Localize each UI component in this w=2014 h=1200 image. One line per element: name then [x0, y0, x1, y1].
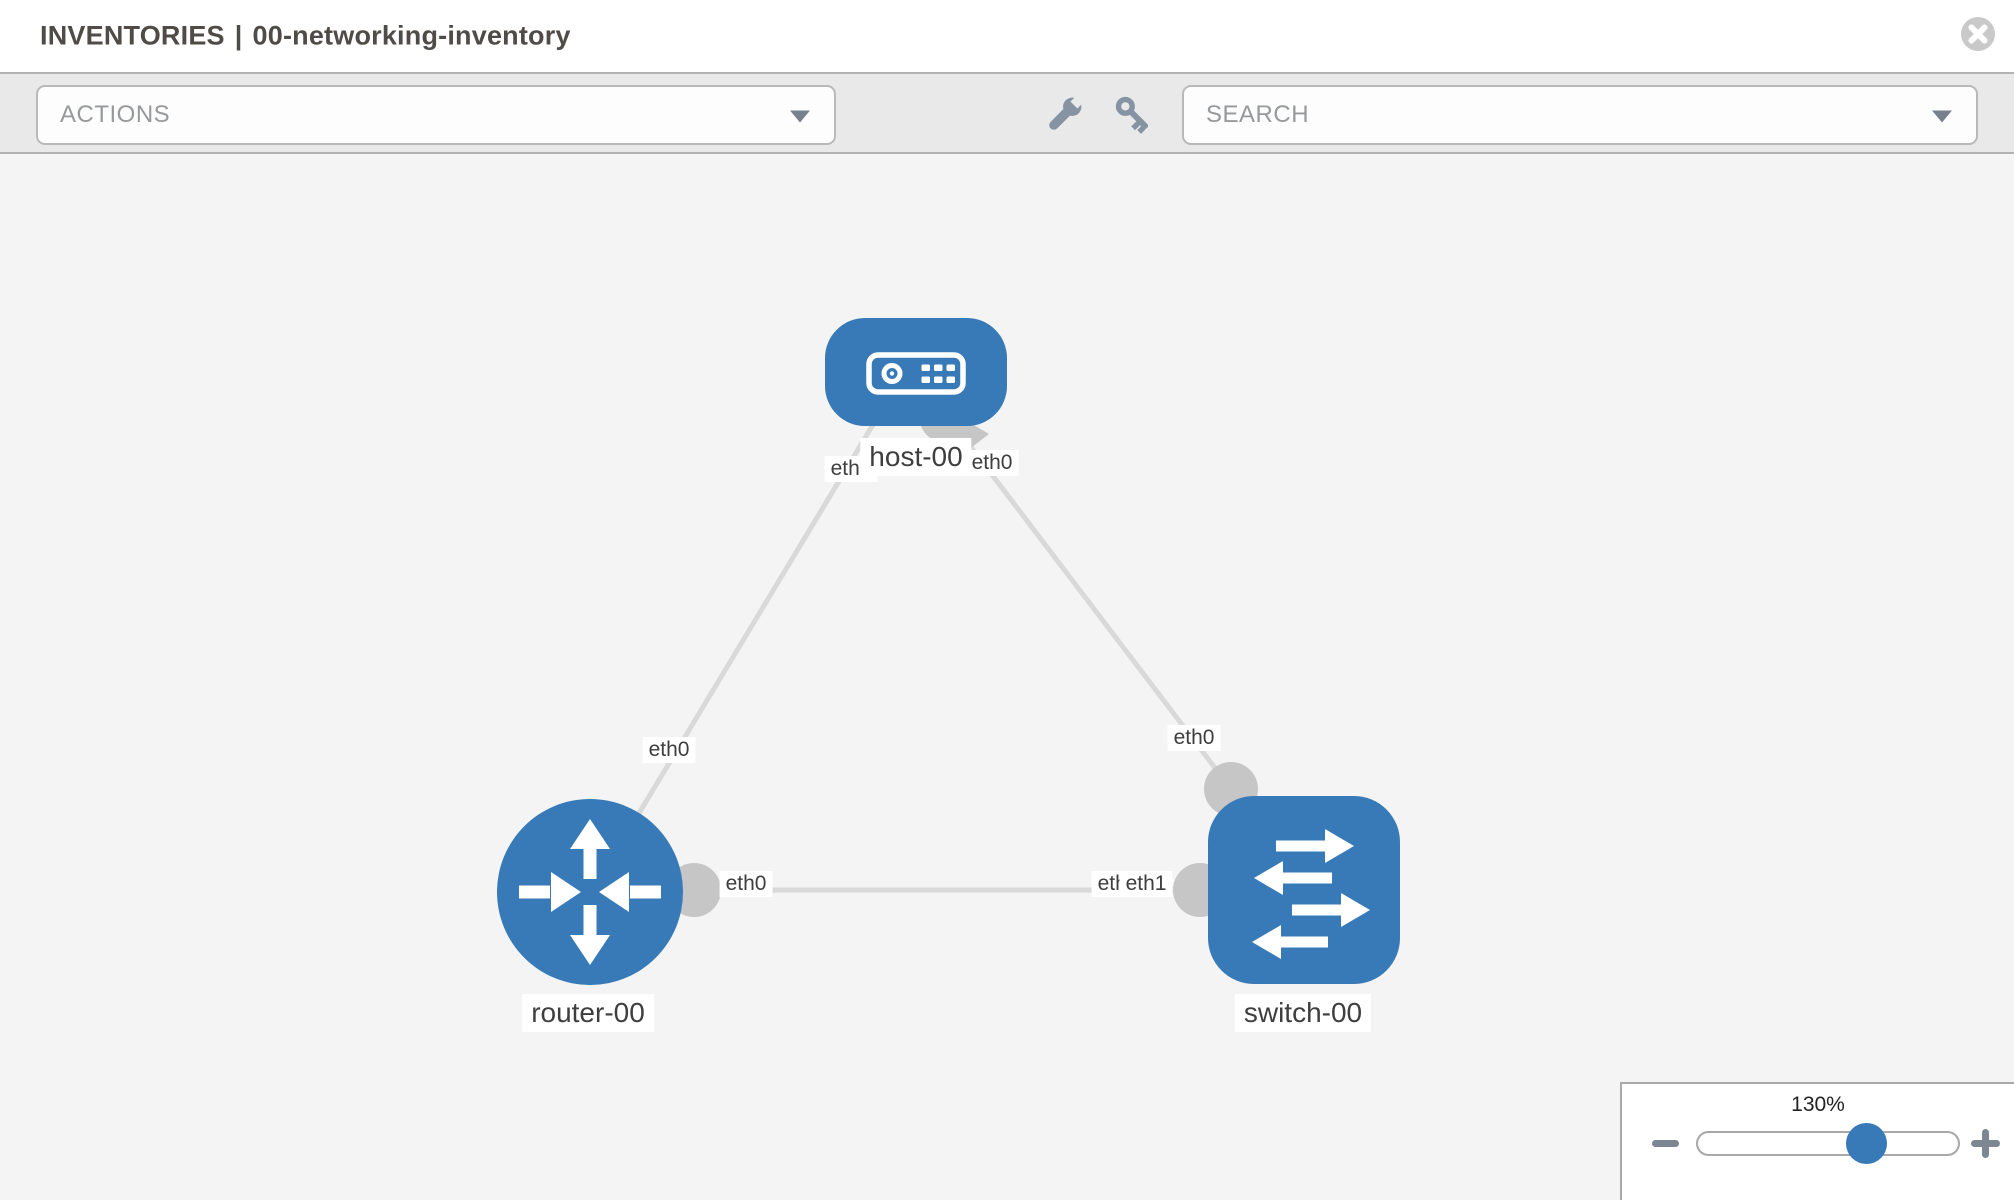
topology-canvas[interactable]: eth0 eth0 eth0 eth0 eth0 eth0 eth1 host-…: [0, 154, 2014, 1200]
node-label-switch-00: switch-00: [1234, 994, 1372, 1032]
zoom-slider-track[interactable]: [1696, 1123, 1960, 1164]
page-title: INVENTORIES | 00-networking-inventory: [40, 21, 571, 52]
port-label: eth0: [642, 737, 696, 763]
actions-dropdown-label: ACTIONS: [60, 101, 171, 128]
title-separator: |: [234, 20, 243, 51]
port-label: eth0: [719, 871, 773, 897]
node-label-router-00: router-00: [522, 994, 654, 1032]
links-layer: [597, 389, 1258, 917]
toolbar: ACTIONS: [0, 72, 2014, 154]
port-label: eth0: [1167, 725, 1221, 751]
port-label: eth1: [1119, 871, 1173, 897]
zoom-in-button plus-icon[interactable]: [1971, 1129, 2000, 1158]
wrench-tool-button[interactable]: [1042, 93, 1086, 137]
search-input[interactable]: [1206, 101, 1896, 129]
node-switch-00[interactable]: [1208, 796, 1400, 984]
topology-link[interactable]: [597, 411, 883, 880]
close-icon: [1961, 17, 1995, 51]
router-icon: [519, 819, 661, 965]
actions-dropdown[interactable]: ACTIONS: [36, 85, 836, 145]
node-label-host-00: host-00: [860, 438, 972, 476]
zoom-control-panel: 130%: [1620, 1082, 2014, 1200]
node-host-00[interactable]: [825, 318, 1007, 426]
key-tool-button[interactable]: [1112, 93, 1156, 137]
zoom-level-value: 130%: [1791, 1093, 1845, 1116]
page-header: INVENTORIES | 00-networking-inventory: [0, 0, 2014, 72]
switch-icon: [1252, 829, 1370, 959]
page-title-section: INVENTORIES: [40, 20, 225, 51]
inventory-name: 00-networking-inventory: [252, 20, 571, 51]
close-button[interactable]: [1960, 16, 1996, 52]
host-icon: [866, 352, 966, 395]
node-router-00[interactable]: [497, 799, 683, 985]
search-box[interactable]: [1182, 85, 1978, 145]
key-icon: [1115, 96, 1149, 134]
wrench-icon: [1049, 95, 1084, 130]
zoom-out-button minus-icon[interactable]: [1652, 1140, 1679, 1147]
port-label: eth0: [965, 450, 1019, 476]
chevron-down-icon: [790, 110, 810, 123]
chevron-down-icon: [1932, 110, 1952, 123]
zoom-slider-thumb[interactable]: [1846, 1123, 1887, 1164]
